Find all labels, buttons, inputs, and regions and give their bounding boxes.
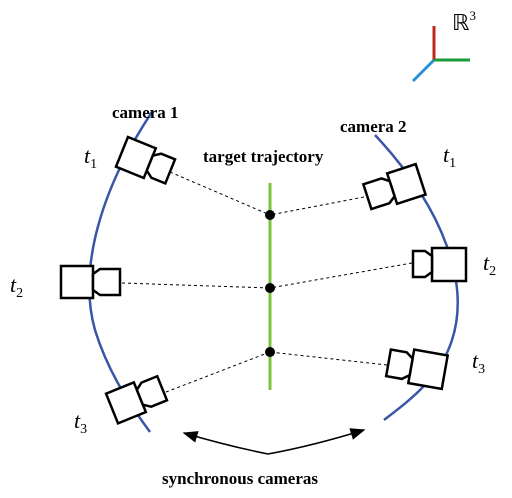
camera-icon <box>411 246 468 283</box>
camera-icon <box>384 348 450 391</box>
sight-line-c2-t2 <box>269 262 413 289</box>
space-exponent: 3 <box>469 8 476 23</box>
camera-1-label: camera 1 <box>112 103 179 122</box>
sync-arrow-right <box>267 428 366 455</box>
time-label-c2-t1: t1 <box>443 142 456 171</box>
axes-icon <box>411 26 470 83</box>
time-label-c2-t2: t2 <box>483 250 496 279</box>
sight-line-c1-t3 <box>165 351 271 393</box>
sync-arrow-left <box>182 431 269 455</box>
camera-icon <box>361 162 428 211</box>
time-label-c2-t3: t3 <box>472 348 485 377</box>
camera-icon <box>104 374 169 425</box>
axis-z-line <box>411 58 436 83</box>
synchronous-cameras-label: synchronous cameras <box>162 469 318 488</box>
target-point-t3 <box>265 347 275 357</box>
sync-arrows <box>182 428 366 455</box>
sight-line-c1-t1 <box>169 171 271 216</box>
time-label-c1-t3: t3 <box>74 408 87 437</box>
target-trajectory-label: target trajectory <box>203 147 324 166</box>
target-point-t2 <box>265 283 275 293</box>
sight-lines <box>121 171 413 393</box>
sight-line-c1-t2 <box>121 282 271 289</box>
space-symbol: ℝ <box>452 10 470 35</box>
space-label: ℝ3 <box>452 8 476 35</box>
sight-line-c2-t1 <box>269 196 365 216</box>
camera-2-label: camera 2 <box>340 117 407 136</box>
time-label-c1-t2: t2 <box>10 272 23 301</box>
time-label-c1-t1: t1 <box>84 143 97 172</box>
target-point-t1 <box>265 210 275 220</box>
camera-icon <box>59 264 122 300</box>
sight-line-c2-t3 <box>269 351 388 366</box>
camera-icon <box>114 135 177 186</box>
